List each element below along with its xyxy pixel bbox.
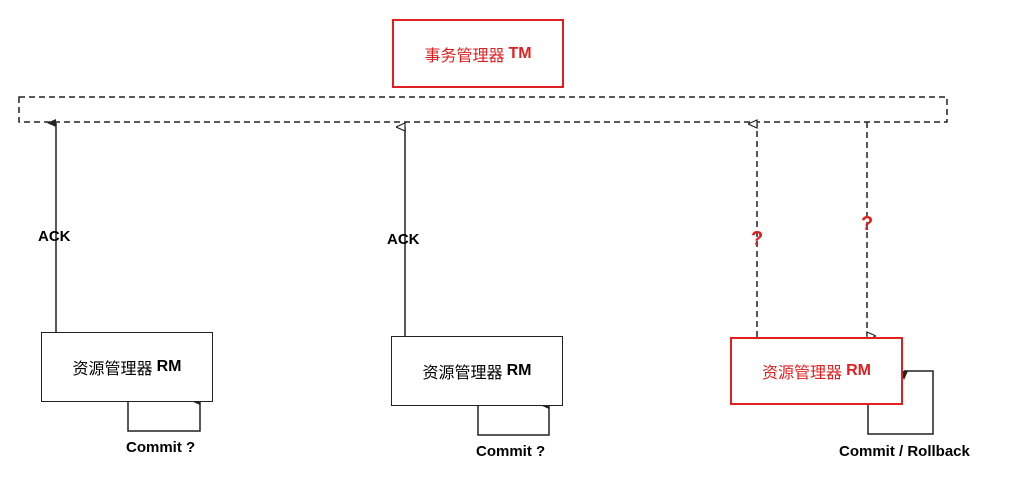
rm2-commit-label: Commit ? xyxy=(476,443,546,460)
message-bus xyxy=(18,96,948,123)
rm2-abbr: RM xyxy=(506,362,532,379)
rm3-commit-rollback-label: Commit / Rollback xyxy=(839,443,970,460)
rm2-ack-label: ACK xyxy=(387,231,420,248)
rm3-unknown-down-label: ? xyxy=(861,213,874,235)
rm1-ack-label: ACK xyxy=(38,228,71,245)
rm1-name: 资源管理器 xyxy=(72,359,153,378)
rm3-name: 资源管理器 xyxy=(762,363,843,382)
rm1-abbr: RM xyxy=(156,358,182,375)
rm3-abbr: RM xyxy=(846,362,871,379)
rm2-self-loop xyxy=(477,401,550,436)
resource-manager-2-box: 资源管理器 RM xyxy=(391,336,563,406)
rm1-commit-label: Commit ? xyxy=(126,439,196,456)
rm3-unknown-up-label: ? xyxy=(751,228,764,250)
resource-manager-1-box: 资源管理器 RM xyxy=(41,332,213,402)
tm-abbr: TM xyxy=(508,44,532,62)
rm3-self-loop xyxy=(867,370,934,435)
rm1-self-loop xyxy=(127,397,201,432)
rm2-name: 资源管理器 xyxy=(422,363,503,382)
transaction-manager-box: 事务管理器 TM xyxy=(392,19,564,88)
tm-name: 事务管理器 xyxy=(424,45,505,65)
resource-manager-3-box: 资源管理器 RM xyxy=(730,337,903,405)
